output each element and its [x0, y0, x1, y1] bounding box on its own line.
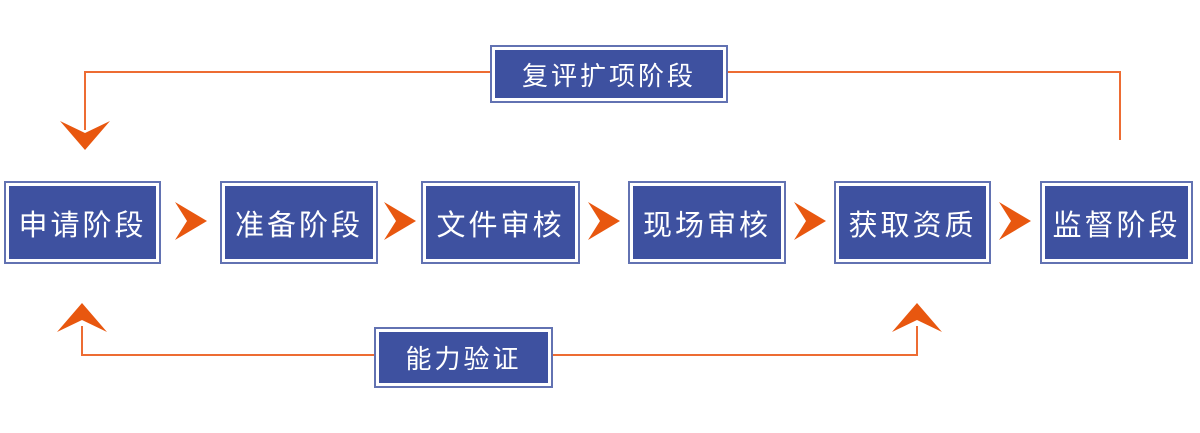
stage-label: 申请阶段 [9, 186, 156, 259]
stage-label: 获取资质 [839, 186, 986, 259]
arrow-up-icon [892, 303, 942, 332]
flow-chevron-right-icon [175, 202, 207, 240]
stage-box-supervision: 监督阶段 [1040, 181, 1193, 264]
loop-box-proficiency-testing: 能力验证 [374, 327, 553, 388]
stage-label: 准备阶段 [225, 186, 373, 259]
stage-label: 现场审核 [633, 186, 781, 259]
flow-chevron-right-icon [384, 202, 416, 240]
loop-label: 复评扩项阶段 [495, 50, 723, 98]
stage-box-application: 申请阶段 [4, 181, 161, 264]
stage-label: 文件审核 [426, 186, 575, 259]
stage-box-document-review: 文件审核 [421, 181, 580, 264]
stage-box-preparation: 准备阶段 [220, 181, 378, 264]
loop-box-reassessment-expansion: 复评扩项阶段 [490, 45, 728, 103]
flow-chevron-right-icon [794, 202, 826, 240]
arrow-up-icon [57, 303, 107, 332]
arrow-down-icon [60, 121, 110, 150]
flow-chevron-right-icon [588, 202, 620, 240]
flow-chevron-right-icon [999, 202, 1031, 240]
stage-label: 监督阶段 [1045, 186, 1188, 259]
stage-box-obtain-qualification: 获取资质 [834, 181, 991, 264]
stage-box-onsite-review: 现场审核 [628, 181, 786, 264]
loop-label: 能力验证 [379, 332, 548, 383]
